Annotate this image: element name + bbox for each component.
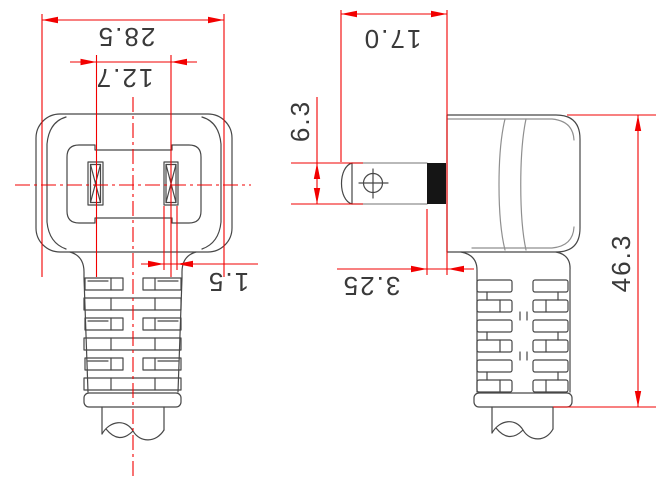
front-body-outline bbox=[35, 113, 233, 253]
left-blade-hatch bbox=[89, 163, 102, 204]
ext-lines-17-0 bbox=[340, 10, 448, 275]
ext-lines-12-7 bbox=[95, 55, 172, 277]
side-neck-right bbox=[555, 251, 571, 393]
arrow-up-icon bbox=[634, 115, 642, 131]
dim-label-blade-width: 6.3 bbox=[285, 100, 315, 142]
side-body-curve-2 bbox=[520, 118, 527, 251]
front-cable-sides bbox=[101, 406, 165, 435]
dimension-blade-spacing: 12.7 bbox=[70, 55, 197, 277]
arrow-left-icon bbox=[448, 265, 464, 273]
ext-lines-28-5 bbox=[41, 14, 225, 277]
dim-label-front-width: 28.5 bbox=[97, 22, 156, 52]
blade-tip-round bbox=[340, 162, 353, 205]
arrow-right-icon bbox=[80, 58, 97, 66]
dimension-blade-thickness: 1.5 bbox=[141, 206, 258, 297]
side-view bbox=[340, 114, 581, 440]
arrow-left-icon bbox=[171, 58, 187, 66]
centerlines bbox=[15, 97, 251, 476]
dim-label-overall-height: 46.3 bbox=[606, 234, 636, 293]
front-view bbox=[35, 113, 233, 441]
side-relief-webs bbox=[519, 311, 528, 361]
blade-edges bbox=[351, 162, 428, 205]
arrow-right-icon bbox=[148, 260, 164, 268]
dim-label-blade-spacing: 12.7 bbox=[95, 63, 154, 93]
ext-lines-1-5 bbox=[163, 206, 178, 270]
side-neck-left bbox=[460, 251, 478, 393]
arrow-left-icon bbox=[177, 260, 193, 268]
dimension-front-width: 28.5 bbox=[41, 14, 225, 277]
dim-label-blade-length: 17.0 bbox=[363, 24, 422, 54]
ext-lines-6-3 bbox=[291, 162, 363, 205]
dimension-insulator-length: 3.25 bbox=[337, 209, 474, 301]
front-body-left-contour bbox=[46, 116, 67, 250]
side-body-bottom-contour bbox=[471, 226, 575, 249]
side-relief-valleys bbox=[486, 291, 559, 381]
side-body-top-contour bbox=[446, 118, 575, 141]
dimension-overall-height: 46.3 bbox=[553, 114, 656, 408]
front-cable-break-lens bbox=[105, 428, 134, 439]
side-blade bbox=[340, 162, 446, 205]
side-body-outline bbox=[446, 114, 581, 253]
dim-label-blade-thickness: 1.5 bbox=[207, 267, 249, 297]
dim-label-insulator-length: 3.25 bbox=[342, 271, 401, 301]
side-cable-break-lens bbox=[495, 427, 524, 438]
side-cable bbox=[491, 406, 554, 440]
dimension-blade-length: 17.0 bbox=[340, 10, 448, 275]
arrow-down-icon bbox=[313, 188, 321, 204]
left-blade-inner bbox=[89, 163, 102, 204]
arrow-right-icon bbox=[208, 16, 224, 24]
side-cable-sides bbox=[491, 406, 554, 434]
blade-hole-centermark bbox=[358, 168, 389, 199]
ext-lines-46-3 bbox=[553, 114, 656, 408]
front-body-right-contour bbox=[201, 116, 222, 250]
front-face-plate bbox=[66, 144, 202, 224]
blade-insulator-sleeve bbox=[427, 163, 446, 204]
front-neck-left bbox=[69, 251, 89, 393]
dimension-blade-width: 6.3 bbox=[285, 97, 363, 205]
arrow-left-icon bbox=[341, 10, 357, 18]
arrow-right-icon bbox=[431, 10, 447, 18]
side-body-curve-1 bbox=[498, 118, 506, 251]
side-relief-flange bbox=[473, 392, 573, 408]
left-blade-outer bbox=[87, 161, 104, 206]
arrow-up-icon bbox=[313, 163, 321, 179]
side-strain-relief bbox=[476, 279, 569, 392]
arrow-right-icon bbox=[411, 265, 427, 273]
front-left-blade bbox=[87, 161, 104, 206]
arrow-down-icon bbox=[634, 391, 642, 407]
front-neck-right bbox=[177, 251, 197, 393]
arrow-left-icon bbox=[42, 16, 58, 24]
